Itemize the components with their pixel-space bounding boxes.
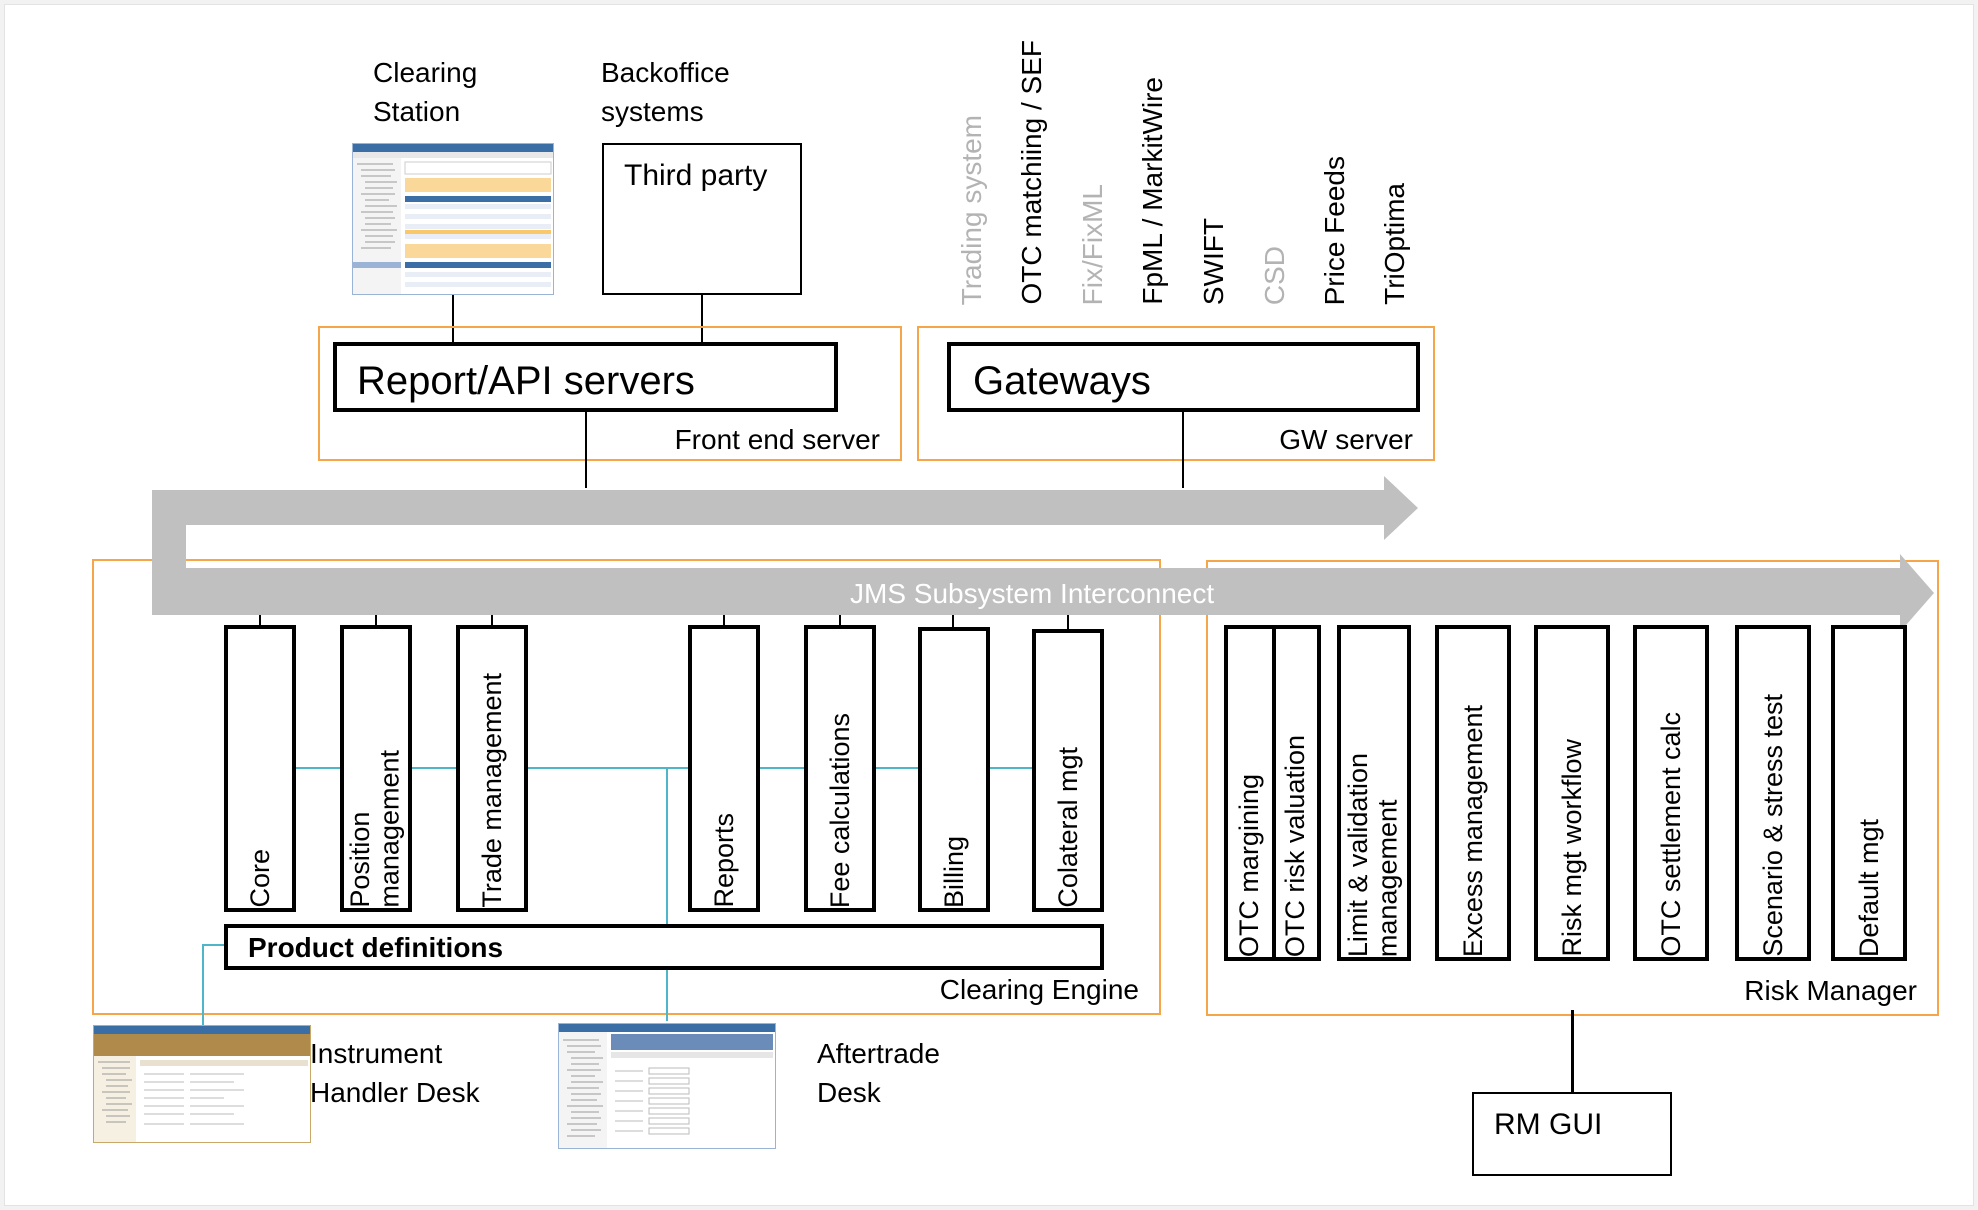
connector-report-to-jms (585, 412, 587, 488)
connector-jms-colateral (1067, 615, 1069, 631)
product-definitions-label: Product definitions (248, 932, 504, 963)
connector-third-party (701, 295, 703, 343)
clearing-engine-container: Clearing Engine (92, 559, 1161, 1015)
module-excess-management: Excess management (1435, 625, 1511, 961)
front-end-server-label: Front end server (674, 423, 880, 455)
module-billing: Billing (918, 627, 990, 912)
clearing-station-screenshot (352, 143, 554, 295)
rm-gui-label: RM GUI (1494, 1108, 1603, 1141)
backoffice-label: Backoffice systems (601, 57, 730, 128)
product-def-to-instrument-line-h (202, 944, 228, 946)
module-default-mgt: Default mgt (1831, 625, 1907, 961)
rm-gui-box: RM GUI (1472, 1092, 1672, 1176)
jms-interconnect-label: JMS Subsystem Interconnect (850, 578, 1215, 609)
module-otc-settlement-calc: OTC settlement calc (1633, 625, 1709, 961)
module-core: Core (224, 625, 296, 912)
product-def-to-instrument-line-v (202, 944, 204, 1026)
gw-server-container: GW server (917, 326, 1435, 461)
gateways-box: Gateways (947, 342, 1420, 412)
module-colateral-mgt: Colateral mgt (1032, 629, 1104, 912)
module-limit-validation: Limit & validation management (1337, 625, 1411, 961)
third-party-box: Third party (602, 143, 802, 295)
connector-jms-trade (491, 615, 493, 627)
clearing-station-label: Clearing Station (373, 57, 478, 128)
connector-jms-position (375, 615, 377, 627)
front-end-server-container: Front end server (318, 326, 902, 461)
module-otc-risk-valuation: OTC risk valuation (1280, 734, 1311, 957)
module-reports: Reports (688, 625, 760, 912)
module-position-management: Position management (340, 625, 412, 912)
connector-jms-fee (839, 615, 841, 627)
report-api-servers-box: Report/API servers (333, 342, 838, 412)
connector-risk-to-gui (1571, 1010, 1574, 1092)
module-trade-management: Trade management (456, 625, 528, 912)
module-fee-calculations: Fee calculations (804, 625, 876, 912)
gateways-label: Gateways (973, 359, 1151, 403)
product-definitions-box: Product definitions (224, 924, 1104, 970)
connector-jms-reports (723, 615, 725, 627)
connector-clearing-station (452, 295, 454, 343)
internal-bus-line (292, 767, 1035, 769)
module-otc-margining: OTC margining (1233, 773, 1264, 957)
instrument-handler-desk-label: Instrument Handler Desk (310, 1038, 480, 1109)
bus-to-aftertrade-line (666, 767, 668, 1021)
module-divider (1272, 629, 1276, 957)
module-otc-margining-pair (1224, 625, 1321, 961)
clearing-engine-label: Clearing Engine (939, 973, 1139, 1005)
instrument-handler-screenshot (93, 1025, 311, 1143)
connector-jms-billing (952, 615, 954, 629)
module-risk-mgt-workflow: Risk mgt workflow (1534, 625, 1610, 961)
connector-gateways-to-jms (1182, 412, 1184, 488)
aftertrade-desk-screenshot (558, 1023, 776, 1149)
risk-manager-label: Risk Manager (1744, 974, 1917, 1006)
third-party-label: Third party (624, 159, 768, 192)
report-api-servers-label: Report/API servers (357, 359, 695, 403)
aftertrade-desk-label: Aftertrade Desk (817, 1038, 940, 1109)
module-scenario-stress-test: Scenario & stress test (1735, 625, 1811, 961)
connector-jms-core (259, 615, 261, 627)
gw-server-label: GW server (1279, 423, 1413, 455)
